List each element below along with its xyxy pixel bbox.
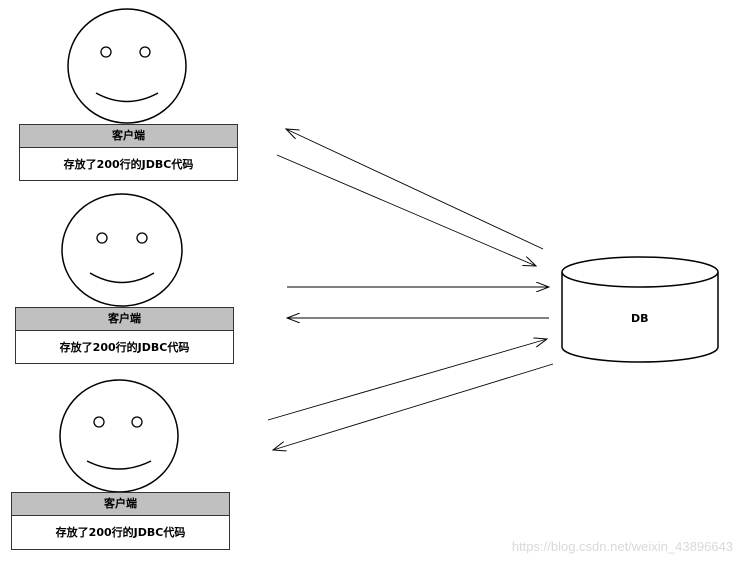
database-cylinder-icon — [561, 256, 719, 363]
client-header: 客户端 — [12, 493, 229, 516]
smiley-face-icon — [59, 379, 179, 493]
response-arrow-1 — [286, 129, 544, 250]
db-label: DB — [631, 312, 649, 325]
client-box: 客户端 存放了200行的JDBC代码 — [15, 307, 234, 364]
client-header: 客户端 — [16, 308, 233, 331]
client-header: 客户端 — [20, 125, 237, 148]
request-arrow-1 — [276, 154, 536, 266]
client-description: 存放了200行的JDBC代码 — [59, 341, 190, 354]
request-arrow-3 — [267, 339, 547, 421]
smiley-face-icon — [67, 8, 187, 124]
smiley-face-icon — [61, 193, 183, 307]
client-description: 存放了200行的JDBC代码 — [55, 526, 186, 539]
watermark: https://blog.csdn.net/weixin_43896643 — [511, 539, 733, 554]
response-arrow-3 — [273, 363, 554, 450]
client-description: 存放了200行的JDBC代码 — [63, 158, 194, 171]
client-box: 客户端 存放了200行的JDBC代码 — [11, 492, 230, 550]
client-box: 客户端 存放了200行的JDBC代码 — [19, 124, 238, 181]
